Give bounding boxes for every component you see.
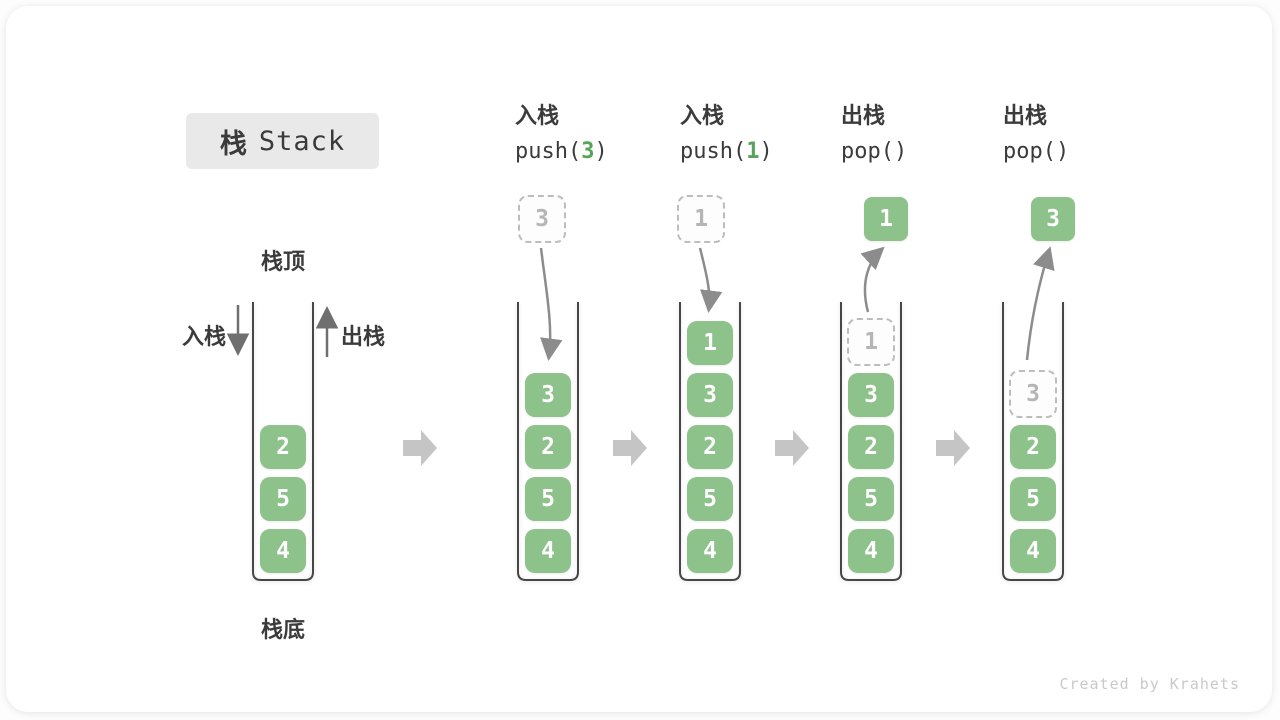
title-en: Stack (258, 125, 346, 157)
code-arg: 3 (581, 139, 595, 164)
push-side-label: 入栈 (181, 325, 226, 350)
stack-cell: 2 (687, 425, 733, 469)
op-header-push-1: 入栈 push(1) (680, 104, 773, 165)
stack-bottom-label: 栈底 (260, 618, 305, 643)
op-label: 出栈 (841, 104, 886, 129)
watermark: Created by Krahets (1059, 675, 1240, 693)
floating-ghost-cell: 1 (677, 195, 725, 243)
stack-cell: 3 (525, 373, 571, 417)
stack-cell: 3 (848, 373, 894, 417)
stack-ghost-cell: 1 (847, 318, 895, 366)
stack-cell: 5 (687, 477, 733, 521)
stack-cell: 4 (260, 529, 306, 573)
code-pre: pop( (1003, 139, 1056, 164)
floating-popped-cell: 3 (1031, 197, 1075, 241)
floating-popped-cell: 1 (864, 197, 908, 241)
code-post: ) (759, 139, 773, 164)
stack-cell: 5 (1010, 477, 1056, 521)
stack-cell: 4 (525, 529, 571, 573)
pop-side-label: 出栈 (341, 325, 386, 350)
op-code: push(3) (515, 139, 608, 165)
op-label: 出栈 (1003, 104, 1048, 129)
code-post: ) (1055, 139, 1070, 164)
stack-cell: 2 (260, 425, 306, 469)
title-zh: 栈 (219, 128, 247, 160)
stack-cell: 3 (687, 373, 733, 417)
stack-cell: 4 (1010, 529, 1056, 573)
stack-top-label: 栈顶 (260, 250, 305, 275)
code-pre: push( (680, 139, 747, 164)
stack-cell: 4 (848, 529, 894, 573)
stack-cell: 1 (687, 321, 733, 365)
op-code: pop() (1003, 139, 1069, 165)
stack-cell: 2 (1010, 425, 1056, 469)
op-code: push(1) (680, 139, 773, 165)
op-header-push-3: 入栈 push(3) (515, 104, 608, 165)
stack-cell: 5 (848, 477, 894, 521)
stack-ghost-cell: 3 (1009, 370, 1057, 418)
stack-cell: 4 (687, 529, 733, 573)
code-pre: push( (515, 139, 582, 164)
op-label: 入栈 (515, 104, 560, 129)
stack-cell: 5 (525, 477, 571, 521)
code-pre: pop( (841, 139, 894, 164)
op-header-pop-1: 出栈 pop() (841, 104, 907, 165)
title-box: 栈 Stack (186, 113, 379, 169)
code-post: ) (893, 139, 908, 164)
stack-cell: 5 (260, 477, 306, 521)
diagram-card (6, 6, 1272, 712)
op-label: 入栈 (680, 104, 725, 129)
op-code: pop() (841, 139, 907, 165)
op-header-pop-3: 出栈 pop() (1003, 104, 1069, 165)
stack-cell: 2 (525, 425, 571, 469)
floating-ghost-cell: 3 (518, 195, 566, 243)
stack-cell: 2 (848, 425, 894, 469)
code-arg: 1 (746, 139, 760, 164)
code-post: ) (594, 139, 608, 164)
